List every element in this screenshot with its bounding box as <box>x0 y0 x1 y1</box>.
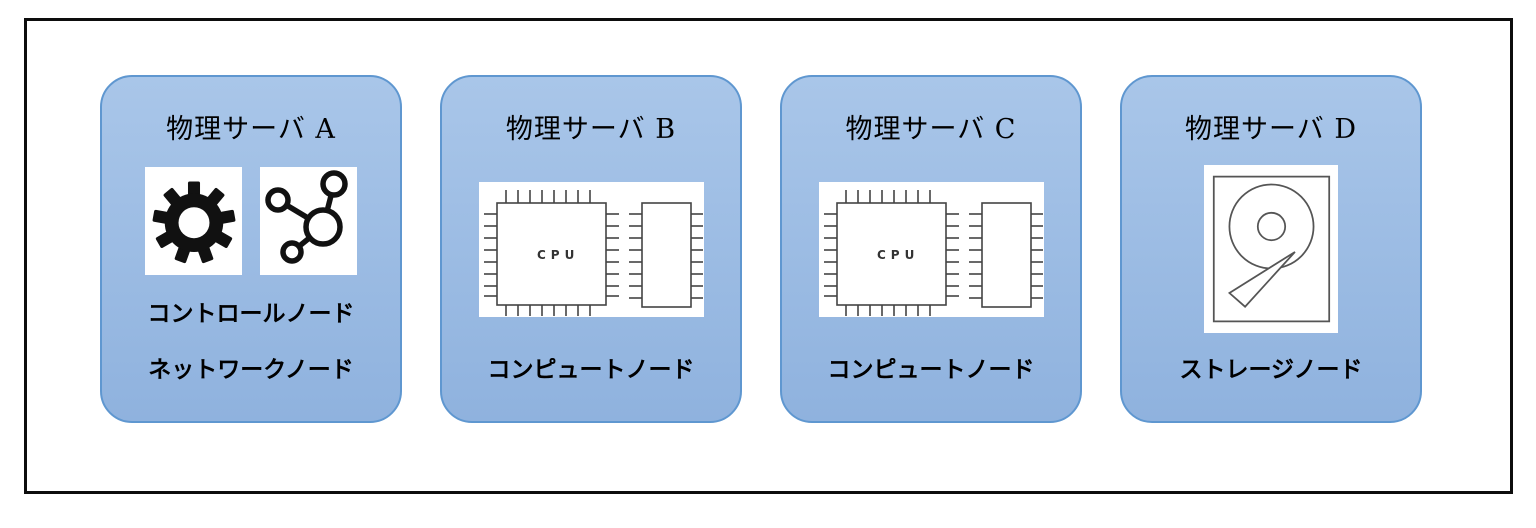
node-labels: コンピュートノード <box>828 355 1035 385</box>
node-labels: コンピュートノード <box>488 355 695 385</box>
icon-area <box>102 143 400 299</box>
server-card-b: 物理サーバ B <box>440 75 742 423</box>
cpu-chip-text: CPU <box>877 248 919 262</box>
node-label: コントロールノード <box>147 301 355 327</box>
server-card-d: 物理サーバ D ストレージノード <box>1120 75 1422 423</box>
network-icon <box>260 167 357 275</box>
server-title: 物理サーバ B <box>505 114 677 145</box>
servers-row: 物理サーバ A <box>100 75 1422 423</box>
gear-icon <box>145 167 242 275</box>
server-title: 物理サーバ A <box>166 114 336 145</box>
hard-disk-icon <box>1204 165 1338 333</box>
server-card-a: 物理サーバ A <box>100 75 402 423</box>
server-title: 物理サーバ C <box>845 114 1017 145</box>
node-labels: ストレージノード <box>1179 355 1362 385</box>
node-label: コンピュートノード <box>487 357 695 383</box>
cpu-icon: CPU <box>818 181 1044 317</box>
node-label: ストレージノード <box>1179 357 1363 383</box>
icon-area: CPU <box>442 143 740 355</box>
cpu-chip-text: CPU <box>537 248 579 262</box>
node-label: コンピュートノード <box>827 357 1035 383</box>
server-title: 物理サーバ D <box>1185 114 1357 145</box>
server-card-c: 物理サーバ C <box>780 75 1082 423</box>
node-labels: コントロールノード ネットワークノード <box>148 299 355 385</box>
outer-frame: 物理サーバ A <box>24 18 1513 494</box>
cpu-icon: CPU <box>478 181 704 317</box>
node-label: ネットワークノード <box>148 357 354 383</box>
icon-area <box>1122 143 1420 355</box>
icon-area: CPU <box>782 143 1080 355</box>
